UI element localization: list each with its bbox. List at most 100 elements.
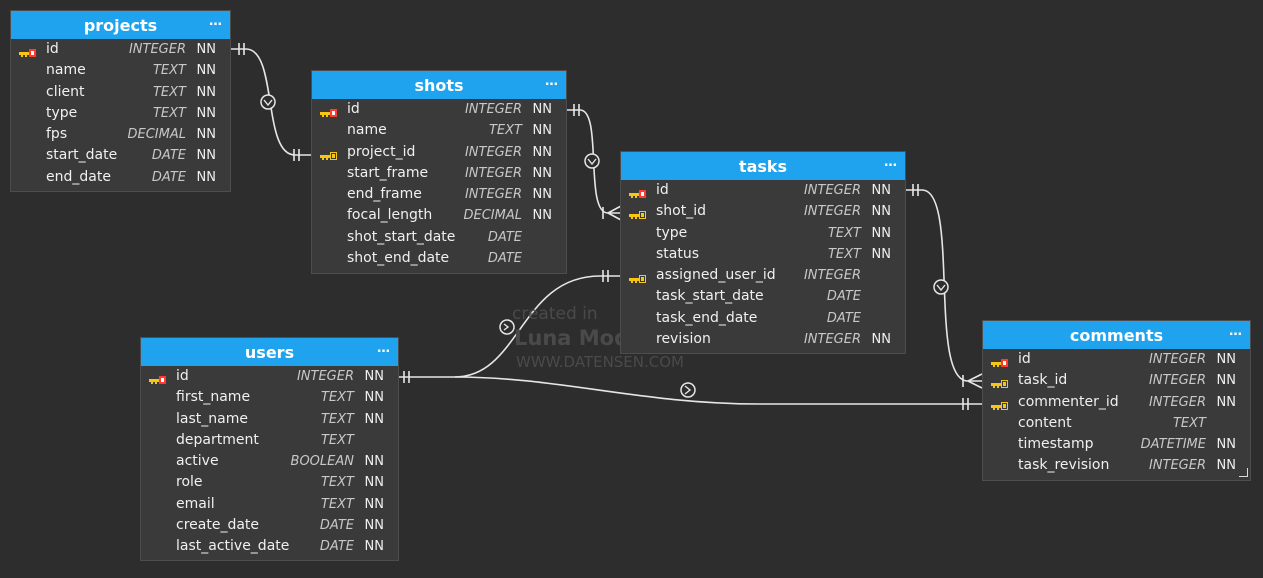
field-type: DATE bbox=[319, 518, 354, 534]
field-row[interactable]: id INTEGER NN bbox=[312, 99, 566, 120]
more-options-icon[interactable]: … bbox=[545, 74, 558, 89]
more-options-icon[interactable]: … bbox=[1229, 324, 1242, 339]
field-type: INTEGER bbox=[464, 165, 522, 181]
field-type: DECIMAL bbox=[127, 127, 187, 143]
field-not-null: NN bbox=[532, 165, 552, 181]
field-row[interactable]: revision INTEGER NN bbox=[621, 329, 905, 350]
field-type: DATE bbox=[826, 289, 861, 305]
field-name: id bbox=[656, 182, 669, 198]
field-name: name bbox=[46, 62, 86, 79]
field-name: id bbox=[347, 101, 360, 117]
entity-header[interactable]: projects… bbox=[11, 11, 230, 39]
field-not-null: NN bbox=[871, 332, 891, 348]
entity-header[interactable]: tasks … bbox=[621, 152, 905, 180]
foreign-key-icon bbox=[629, 270, 647, 284]
entity-header[interactable]: users… bbox=[141, 338, 398, 366]
field-not-null: NN bbox=[532, 144, 552, 160]
field-not-null: NN bbox=[364, 539, 384, 555]
field-name: shot_id bbox=[656, 203, 706, 220]
field-name: type bbox=[656, 224, 688, 241]
field-name: id bbox=[46, 41, 59, 57]
field-name: revision bbox=[656, 331, 711, 348]
field-type: TEXT bbox=[827, 246, 861, 262]
foreign-key-icon bbox=[991, 375, 1009, 389]
field-name: commenter_id bbox=[1018, 393, 1119, 410]
field-not-null: NN bbox=[364, 496, 384, 512]
field-row[interactable]: shot_id INTEGER NN bbox=[621, 201, 905, 222]
field-not-null: NN bbox=[196, 63, 216, 79]
field-name: fps bbox=[46, 126, 68, 143]
field-not-null: NN bbox=[364, 454, 384, 470]
field-type: DATE bbox=[151, 148, 186, 164]
field-type: INTEGER bbox=[464, 102, 522, 117]
field-type: INTEGER bbox=[803, 204, 861, 220]
entity-title: tasks bbox=[738, 157, 788, 176]
field-type: DATE bbox=[319, 539, 354, 555]
field-type: DATE bbox=[487, 251, 522, 267]
field-type: TEXT bbox=[320, 432, 354, 448]
primary-key-icon bbox=[991, 354, 1009, 367]
field-not-null: NN bbox=[532, 187, 552, 203]
field-row[interactable]: shot_end_date DATE bbox=[312, 248, 566, 269]
entity-header[interactable]: shots … bbox=[312, 71, 566, 99]
entity-title: shots bbox=[414, 76, 464, 95]
field-name: status bbox=[656, 245, 700, 262]
field-not-null: NN bbox=[532, 102, 552, 117]
field-name: task_id bbox=[1018, 372, 1068, 389]
field-not-null: NN bbox=[364, 411, 384, 427]
primary-key-icon bbox=[149, 371, 167, 384]
more-options-icon[interactable]: … bbox=[377, 341, 390, 356]
field-name: start_date bbox=[46, 147, 118, 164]
more-options-icon[interactable]: … bbox=[209, 14, 222, 29]
field-name: name bbox=[347, 122, 387, 139]
field-type: INTEGER bbox=[803, 332, 861, 348]
resize-handle-icon[interactable] bbox=[1239, 468, 1248, 477]
field-name: shot_end_date bbox=[347, 250, 450, 267]
field-name: project_id bbox=[347, 143, 416, 160]
entity-header[interactable]: comments… bbox=[983, 321, 1250, 349]
field-not-null: NN bbox=[364, 390, 384, 406]
field-not-null: NN bbox=[871, 204, 891, 220]
more-options-icon[interactable]: … bbox=[884, 155, 897, 170]
field-not-null: NN bbox=[196, 42, 216, 57]
